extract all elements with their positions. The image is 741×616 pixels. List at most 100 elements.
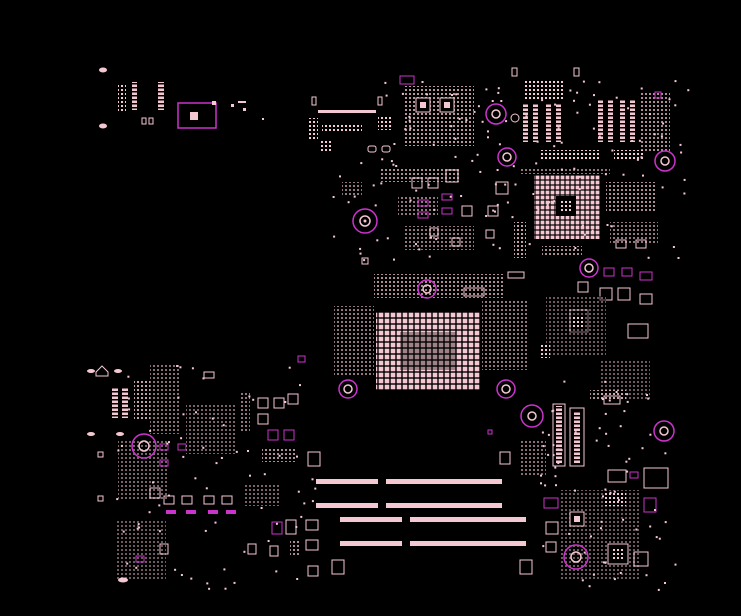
via-icon	[247, 450, 249, 452]
via-icon	[205, 487, 208, 490]
via-icon	[578, 188, 581, 191]
via-icon	[339, 175, 341, 178]
via-icon	[359, 252, 362, 255]
via-icon	[498, 143, 501, 146]
via-icon	[592, 573, 595, 576]
via-icon	[662, 122, 665, 125]
via-icon	[222, 424, 225, 427]
via-icon	[149, 429, 152, 432]
via-icon	[542, 445, 545, 448]
mounting-hole-group	[131, 103, 676, 570]
mounting-hole-icon	[417, 279, 437, 299]
via-icon	[568, 532, 571, 535]
via-icon	[604, 412, 607, 415]
mounting-hole-icon	[579, 258, 599, 278]
via-icon	[380, 182, 383, 185]
mounting-hole-icon	[563, 544, 589, 570]
via-icon	[613, 490, 616, 493]
via-icon	[593, 94, 595, 97]
via-icon	[600, 527, 602, 530]
via-icon	[491, 100, 494, 102]
via-icon	[658, 537, 661, 540]
via-icon	[194, 477, 197, 480]
via-icon	[433, 208, 436, 211]
via-icon	[635, 528, 638, 531]
via-icon	[497, 91, 500, 94]
via-icon	[576, 91, 579, 94]
via-icon	[528, 243, 531, 246]
upper-bga-chip	[514, 168, 656, 258]
via-icon	[415, 243, 417, 246]
via-icon	[604, 380, 607, 383]
via-icon	[640, 156, 643, 159]
via-icon	[202, 377, 205, 380]
via-icon	[386, 237, 389, 240]
via-icon	[582, 80, 585, 83]
via-icon	[541, 431, 544, 434]
via-icon	[547, 453, 550, 456]
via-icon	[598, 135, 601, 138]
via-icon	[588, 103, 591, 106]
via-icon	[485, 215, 488, 217]
via-icon	[604, 488, 607, 491]
mounting-hole-icon	[496, 379, 516, 399]
via-icon	[569, 89, 572, 92]
via-icon	[674, 563, 677, 566]
via-icon	[532, 193, 535, 195]
via-icon	[647, 256, 650, 259]
via-icon	[664, 452, 667, 455]
via-icon	[609, 491, 612, 494]
via-icon	[122, 530, 125, 533]
via-icon	[487, 136, 489, 139]
pin-header	[132, 82, 137, 110]
via-icon	[117, 449, 120, 452]
via-icon	[627, 107, 630, 110]
via-icon	[465, 119, 468, 122]
via-icon	[626, 470, 629, 473]
via-icon	[176, 365, 179, 367]
via-icon	[548, 201, 551, 204]
via-icon	[512, 165, 515, 168]
via-icon	[408, 115, 411, 118]
via-icon	[158, 530, 161, 533]
via-icon	[389, 125, 392, 128]
bga-footprint-icon	[376, 312, 480, 390]
via-icon	[455, 93, 458, 96]
via-icon	[581, 224, 584, 227]
via-icon	[598, 81, 601, 84]
via-icon	[660, 135, 663, 138]
via-icon	[152, 481, 154, 484]
via-icon	[546, 204, 549, 207]
via-icon	[638, 139, 641, 142]
upper-chip-area	[399, 67, 670, 160]
via-icon	[554, 103, 557, 106]
via-icon	[642, 174, 644, 177]
via-icon	[606, 224, 609, 226]
via-icon	[182, 455, 185, 458]
via-icon	[243, 550, 246, 553]
via-icon	[573, 99, 575, 102]
via-icon	[583, 233, 586, 236]
via-icon	[450, 125, 453, 128]
via-icon	[180, 574, 183, 576]
via-icon	[496, 169, 499, 171]
via-icon	[393, 258, 395, 261]
slot-row	[316, 503, 378, 508]
slot-row	[340, 517, 402, 522]
via-icon	[574, 247, 577, 249]
via-icon	[674, 80, 677, 83]
via-icon	[252, 398, 255, 401]
via-scatter	[116, 80, 690, 591]
via-icon	[640, 87, 643, 90]
via-icon	[622, 173, 625, 176]
via-icon	[645, 574, 648, 577]
via-icon	[204, 529, 207, 532]
via-icon	[583, 551, 586, 554]
via-icon	[492, 243, 495, 246]
via-icon	[654, 509, 656, 511]
via-icon	[578, 175, 581, 178]
via-icon	[576, 111, 579, 114]
via-icon	[655, 536, 658, 539]
via-icon	[600, 520, 603, 523]
via-icon	[554, 466, 557, 469]
